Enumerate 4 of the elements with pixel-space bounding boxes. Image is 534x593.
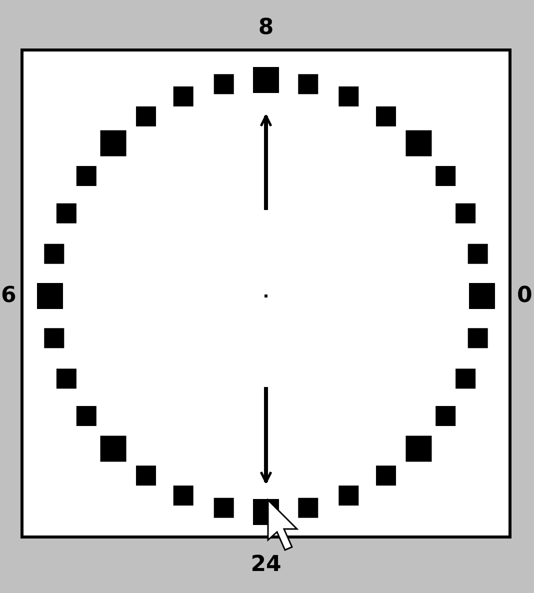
scale-number: 24 [250, 553, 282, 577]
scale-number: 8 [258, 16, 274, 40]
scale-number: 6 [1, 284, 16, 308]
scale-number: 0 [517, 284, 532, 308]
